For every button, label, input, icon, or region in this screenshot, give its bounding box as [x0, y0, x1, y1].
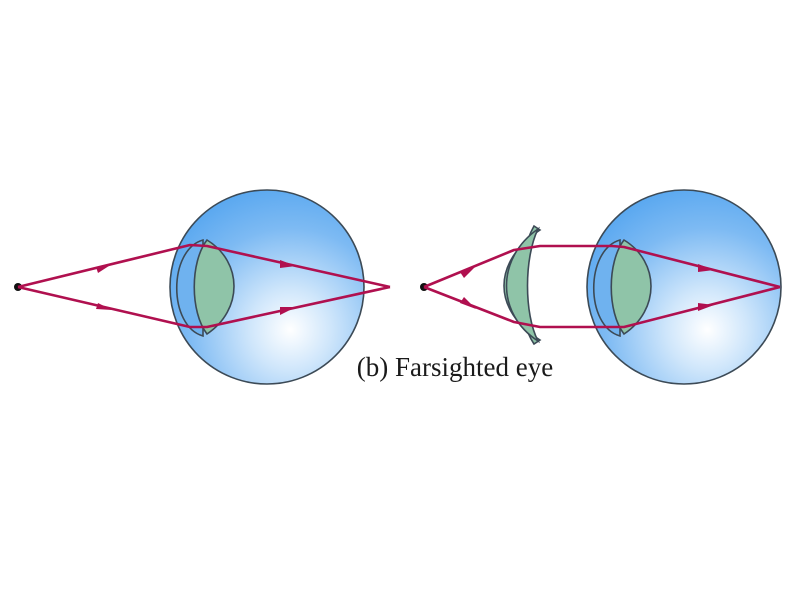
right-upper-ray: [423, 244, 781, 289]
corrected-eye-group: [420, 189, 782, 385]
left-eyeball: [169, 189, 365, 385]
corrective-lens-body: [505, 226, 541, 344]
right-eyeball: [586, 189, 782, 385]
right-lower-arrow-1: [460, 297, 476, 309]
left-upper-arrow-2: [280, 260, 296, 268]
left-upper-arrow-1: [96, 264, 112, 273]
right-upper-arrow-1: [460, 266, 476, 278]
right-upper-arrow-2: [698, 264, 714, 272]
figure-caption: (b) Farsighted eye: [356, 352, 554, 382]
left-eye-lens: [193, 238, 235, 336]
right-lower-ray: [423, 285, 781, 329]
right-eye-lens: [610, 238, 652, 336]
left-lower-arrow-1: [96, 303, 112, 310]
left-lower-arrow-2: [280, 307, 296, 315]
right-lower-arrow-2: [698, 303, 714, 311]
uncorrected-eye-group: [14, 189, 391, 385]
